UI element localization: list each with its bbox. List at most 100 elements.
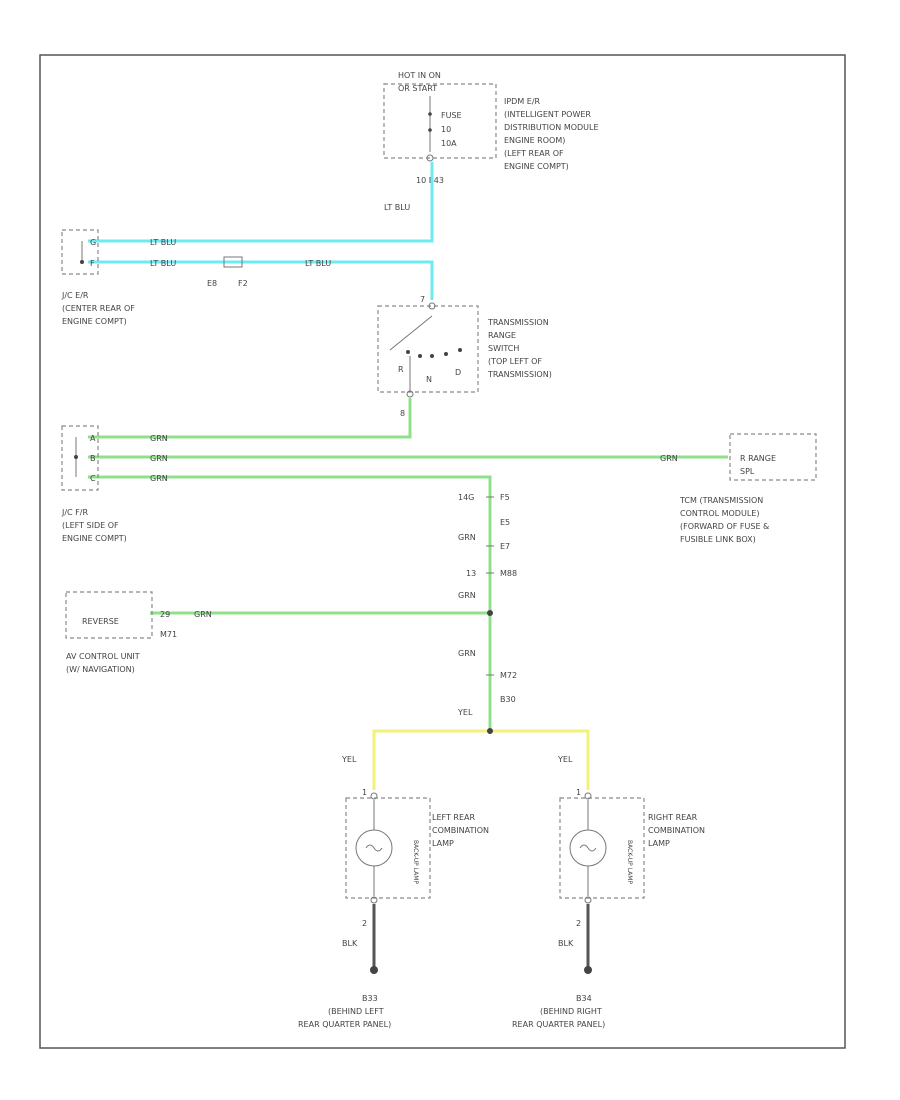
- tcm-desc-1: CONTROL MODULE): [680, 509, 759, 518]
- jc-fr-pin-c: C: [90, 474, 96, 483]
- right-wire-bottom: BLK: [558, 939, 574, 948]
- trs-terminal-bottom: [406, 390, 414, 398]
- right-pin-top: 1: [576, 788, 581, 797]
- left-vertical-label: BACK-UP LAMP: [412, 840, 419, 884]
- wire-grn-from-trs: [88, 398, 412, 439]
- fuse-line-1: FUSE: [441, 111, 462, 120]
- trs-desc-1: RANGE: [488, 331, 516, 340]
- right-lamp-box: [559, 797, 645, 899]
- trs-contact-n: [430, 354, 434, 358]
- trs-box: [377, 305, 479, 393]
- ipdm-desc-5: ENGINE COMPT): [504, 162, 569, 171]
- tcm: GRN R RANGE SPL TCM (TRANSMISSION CONTRO…: [660, 433, 817, 544]
- av-control-unit: REVERSE 29 M71 GRN AV CONTROL UNIT (W/ N…: [65, 591, 212, 674]
- right-lamp-desc-0: RIGHT REAR: [648, 813, 698, 822]
- inline-conn-label: F2: [238, 279, 248, 288]
- wire-ltblu-riser: [88, 162, 434, 243]
- left-ground-label: B33: [362, 994, 378, 1003]
- left-terminal-top: [370, 792, 378, 800]
- left-bulb-filament: [365, 844, 383, 852]
- jc-fr-pin-b: B: [90, 454, 96, 463]
- trs-terminal-top: [428, 302, 436, 310]
- fuse-line-2: 10: [441, 125, 451, 134]
- tcm-desc-3: FUSIBLE LINK BOX): [680, 535, 756, 544]
- av-wire-label: GRN: [194, 610, 212, 619]
- right-ground-desc-1: REAR QUARTER PANEL): [512, 1020, 605, 1029]
- tcm-desc-2: (FORWARD OF FUSE &: [680, 522, 769, 531]
- right-terminal-top: [584, 792, 592, 800]
- trs-desc-3: (TOP LEFT OF: [488, 357, 542, 366]
- av-box-label: REVERSE: [82, 617, 119, 626]
- ipdm-desc-0: IPDM E/R: [504, 97, 541, 106]
- av-box: [65, 591, 153, 639]
- left-lamp-desc-0: LEFT REAR: [432, 813, 475, 822]
- ipdm-pin-label: 10 E43: [416, 176, 444, 185]
- right-pin-bottom: 2: [576, 919, 581, 928]
- trs-pos-d: D: [455, 368, 461, 377]
- vlabel-1: F5: [500, 493, 510, 502]
- jc-fr-pin-a: A: [90, 434, 96, 443]
- trs-contact-l: [458, 348, 462, 352]
- ltblu-label-3: LT BLU: [305, 259, 331, 268]
- av-desc-1: (W/ NAVIGATION): [66, 665, 135, 674]
- right-lamp-desc-2: LAMP: [648, 839, 670, 848]
- left-ground-icon: [370, 966, 378, 974]
- trs-lever: [389, 315, 433, 351]
- vlabel-5: 13: [466, 569, 476, 578]
- tcm-box-label: R RANGE: [740, 454, 776, 463]
- fuse-node-top: [428, 112, 432, 116]
- ipdm-er: HOT IN ON OR START FUSE 10 10A 10 E43 IP…: [383, 71, 599, 185]
- ipdm-desc-3: ENGINE ROOM): [504, 136, 565, 145]
- jc-er-pin-g: G: [90, 238, 96, 247]
- jc-er-node: [80, 260, 84, 264]
- trs-pin-bottom: 8: [400, 409, 405, 418]
- right-ground-desc-0: (BEHIND RIGHT: [540, 1007, 602, 1016]
- wire-grn-main: [88, 475, 492, 730]
- splice-grn: [487, 610, 493, 616]
- joint-connector-fr: A B C GRN GRN GRN J/C F/R (LEFT SIDE OF …: [61, 425, 168, 543]
- ipdm-header: HOT IN ON: [398, 71, 441, 80]
- av-conn-label: M71: [160, 630, 177, 639]
- right-ground-icon: [584, 966, 592, 974]
- jc-er-pin-f: F: [90, 259, 95, 268]
- vlabel-4: E7: [500, 542, 510, 551]
- grn-label-2: GRN: [150, 454, 168, 463]
- ipdm-desc-1: (INTELLIGENT POWER: [504, 110, 591, 119]
- right-lamp-desc-1: COMBINATION: [648, 826, 705, 835]
- ltblu-label-2: LT BLU: [150, 259, 176, 268]
- tcm-desc-0: TCM (TRANSMISSION: [679, 496, 763, 505]
- trs-contact-r: [406, 350, 410, 354]
- ipdm-desc-2: DISTRIBUTION MODULE: [504, 123, 599, 132]
- trs-desc-0: TRANSMISSION: [487, 318, 549, 327]
- wire-ltblu-to-trs: [88, 260, 434, 300]
- tcm-box: [729, 433, 817, 481]
- ipdm-header2: OR START: [398, 84, 437, 93]
- av-desc-0: AV CONTROL UNIT: [66, 652, 140, 661]
- left-lamp-desc-2: LAMP: [432, 839, 454, 848]
- transmission-range-switch: 7 R N D 8 TRANSMISSION RANGE SWITCH (TOP…: [377, 295, 552, 418]
- left-rear-lamp: YEL 1 BACK-UP LAMP 2 BLK LEFT REAR COMBI…: [298, 755, 489, 1029]
- ipdm-box: [383, 83, 497, 159]
- vlabel-11: YEL: [457, 708, 473, 717]
- vlabel-10: B30: [500, 695, 516, 704]
- jc-fr-desc-0: J/C F/R: [61, 508, 88, 517]
- left-lamp-desc-1: COMBINATION: [432, 826, 489, 835]
- right-terminal-bottom: [584, 896, 592, 904]
- trs-desc-2: SWITCH: [488, 344, 519, 353]
- right-rear-lamp: YEL 1 BACK-UP LAMP 2 BLK RIGHT REAR COMB…: [512, 755, 705, 1029]
- inline-connector: [223, 256, 243, 268]
- trs-pos-r: R: [398, 365, 404, 374]
- jc-er-desc-2: ENGINE COMPT): [62, 317, 127, 326]
- left-terminal-bottom: [370, 896, 378, 904]
- fuse-line-3: 10A: [441, 139, 457, 148]
- right-ground-label: B34: [576, 994, 592, 1003]
- vlabel-7: GRN: [458, 591, 476, 600]
- fuse-node-bottom: [428, 128, 432, 132]
- trs-contact-d: [444, 352, 448, 356]
- left-wire-bottom: BLK: [342, 939, 358, 948]
- jc-fr-box: [61, 425, 99, 491]
- vlabel-2: E5: [500, 518, 510, 527]
- trs-desc-4: TRANSMISSION): [487, 370, 552, 379]
- vlabel-3: GRN: [458, 533, 476, 542]
